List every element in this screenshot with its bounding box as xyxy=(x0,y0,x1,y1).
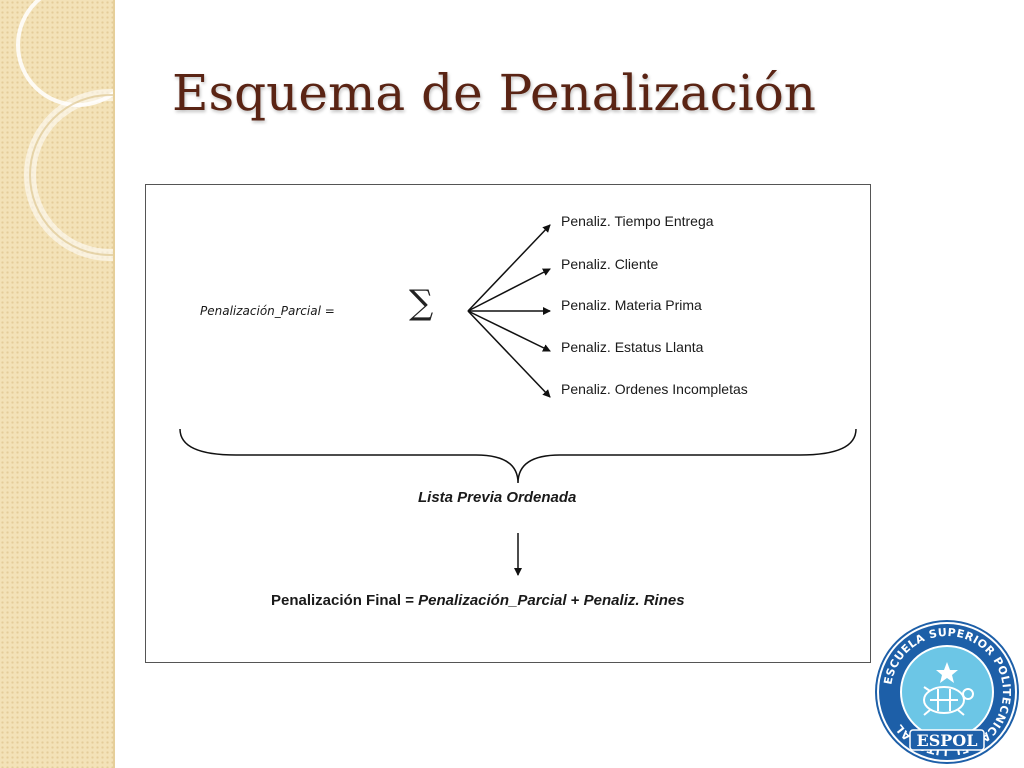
sigma-symbol: ∑ xyxy=(409,283,434,323)
item-ordenes-incompletas: Penaliz. Ordenes Incompletas xyxy=(561,381,748,397)
espol-seal-logo: ESCUELA SUPERIOR POLITECNICA DEL LITORAL… xyxy=(875,620,1019,764)
star-icon xyxy=(936,662,958,683)
arrow-ordenes-incompletas xyxy=(467,310,551,398)
seal-name: ESPOL xyxy=(917,731,978,750)
final-formula-prefix: Penalización Final = xyxy=(271,592,419,609)
diagram-lines xyxy=(179,224,857,576)
final-formula-partial: Penalización_Parcial xyxy=(418,592,567,609)
item-estatus-llanta: Penaliz. Estatus Llanta xyxy=(561,339,704,355)
page-title: Esquema de Penalización xyxy=(172,64,816,122)
item-cliente: Penaliz. Cliente xyxy=(561,256,659,272)
arrow-estatus-llanta xyxy=(467,310,551,352)
item-materia-prima: Penaliz. Materia Prima xyxy=(561,297,702,313)
final-formula-plus: + xyxy=(566,592,584,609)
list-previa-label: Lista Previa Ordenada xyxy=(418,489,577,506)
diagram-box: Penalización_Parcial = ∑ Penaliz. Tiempo… xyxy=(145,184,871,663)
partial-penalty-label: Penalización_Parcial = xyxy=(200,304,335,318)
arrow-cliente xyxy=(467,268,551,312)
curly-brace xyxy=(179,428,857,484)
decorative-rings xyxy=(16,0,113,261)
turtle-icon xyxy=(923,686,974,716)
final-formula: Penalización Final = Penalización_Parcia… xyxy=(271,592,685,609)
arrow-tiempo-entrega xyxy=(467,224,551,312)
item-tiempo-entrega: Penaliz. Tiempo Entrega xyxy=(561,213,714,229)
final-formula-rines: Penaliz. Rines xyxy=(583,592,685,609)
decorative-side-strip xyxy=(0,0,115,768)
